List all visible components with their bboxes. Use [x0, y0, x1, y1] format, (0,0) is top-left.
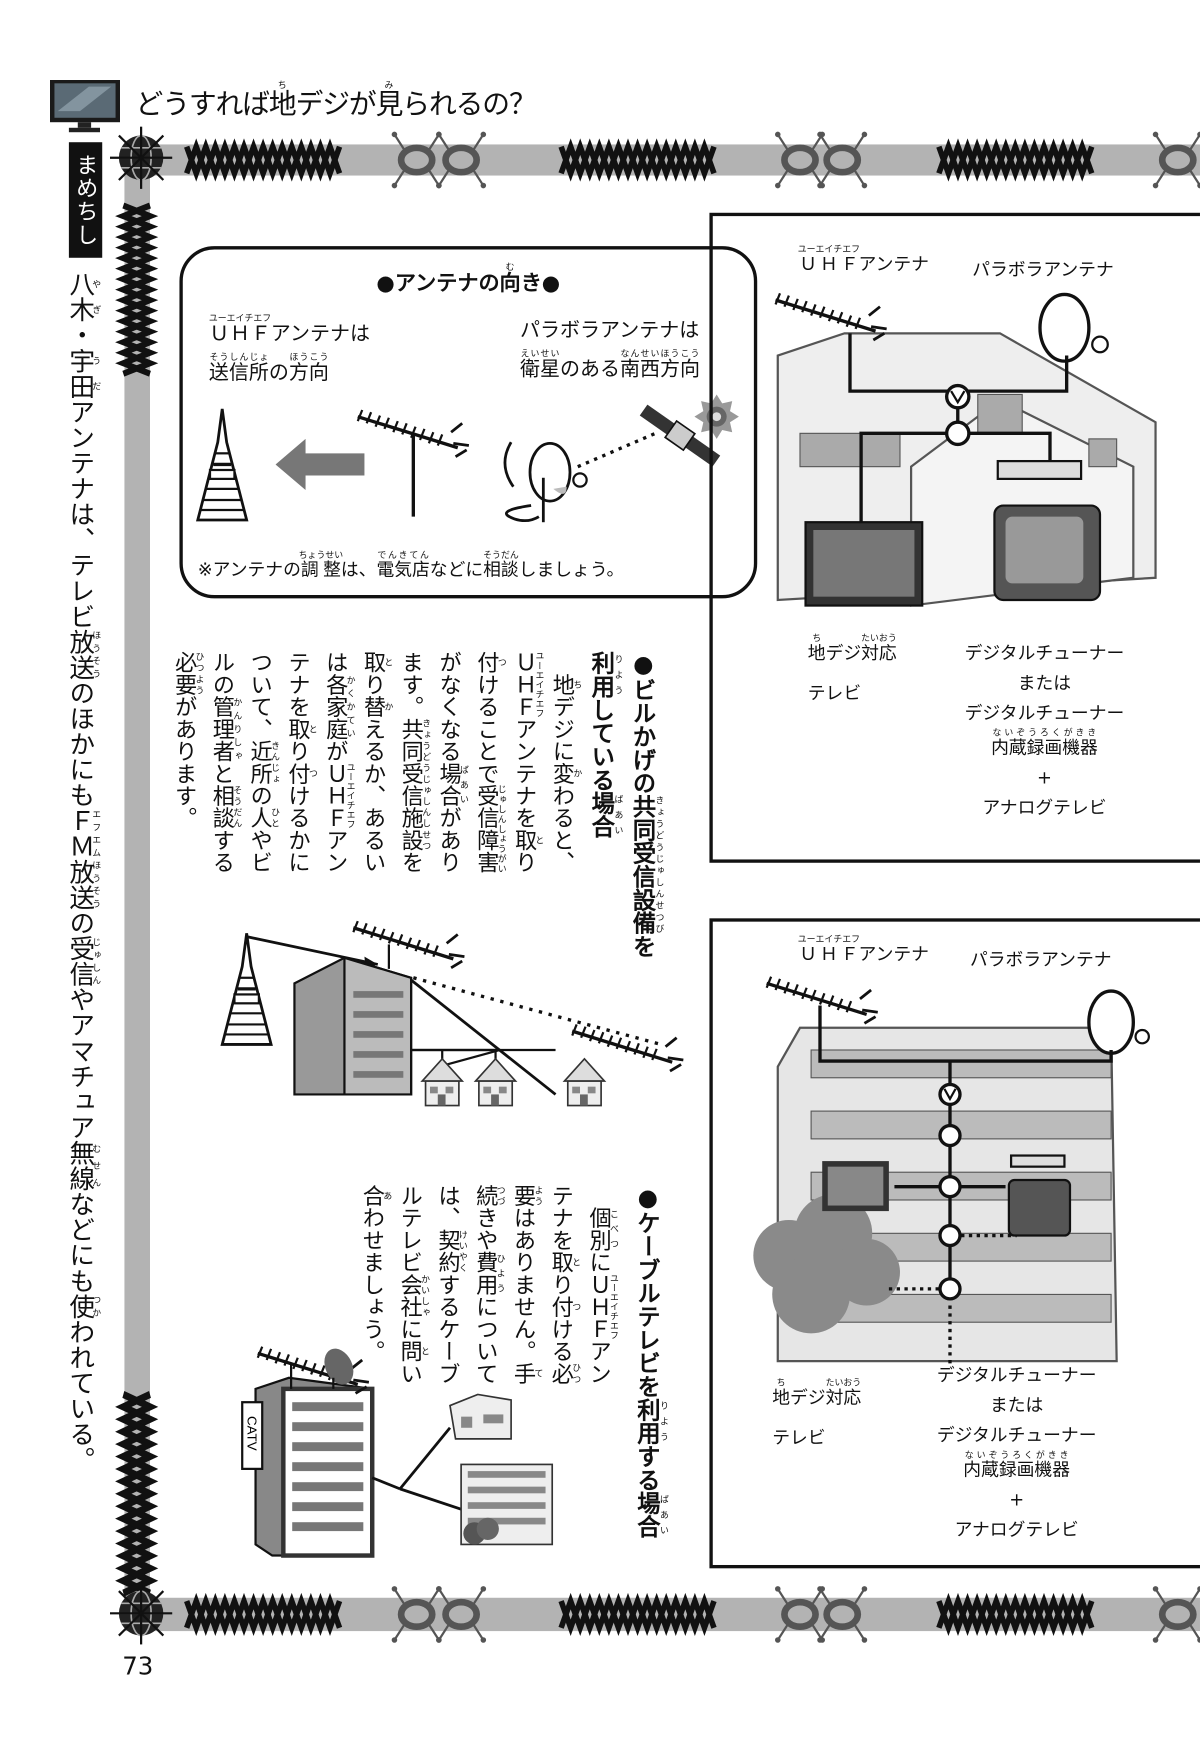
panel1-tv-label-2: テレビ [807, 682, 862, 704]
cable-section: ●ケーブルテレビを利用りようする場合ばあい 個別こべつにＵＨＦユーエイチエフアン… [354, 1184, 670, 1538]
uhf-antenna-icon [356, 408, 471, 517]
panel-device-label: デジタルチューナー [964, 642, 1125, 664]
uhf-direction-label: ＵＨＦユーエイチエフアンテナは 送信所そうしんじょの方向ほうこう [209, 313, 370, 391]
left-decorative-band [123, 155, 150, 1612]
panel1-uhf-label: ＵＨＦユーエイチエフアンテナ [797, 244, 929, 275]
bottom-decorative-band [124, 1586, 1200, 1643]
page-title: どうすれば地ちデジが見みられるの？ [135, 79, 537, 120]
building-section-body-line: テナを取とり付つけるかに [284, 651, 319, 874]
building-shadow-illustration [220, 919, 685, 1107]
panel-device-label: デジタルチューナー [936, 1364, 1097, 1386]
panel-device-label: + [1036, 766, 1052, 788]
direction-arrow-icon [275, 438, 365, 490]
catv-illustration: CATV [241, 1344, 554, 1558]
panel2-uhf-label: ＵＨＦユーエイチエフアンテナ [797, 934, 929, 965]
parabola-antenna-icon [503, 431, 657, 523]
panel1-parabola-label: パラボラアンテナ [972, 258, 1114, 280]
panel2-parabola-label: パラボラアンテナ [969, 948, 1112, 970]
parabola-direction-line2: 衛星えいせいのある南西方向なんせいほうこう [519, 348, 700, 382]
cable-section-body-line: ルテレビ会社かいしゃに問とい [396, 1184, 431, 1385]
panel-device-label: 内蔵録画機器ないぞうろくがきき [991, 727, 1098, 758]
cable-section-body-line: 続つづきや費用ひようについて [472, 1184, 507, 1385]
trivia-badge: まめちしき [39, 142, 103, 258]
house-diagram-panel [709, 212, 1200, 863]
parabola-direction-line1: パラボラアンテナは [519, 318, 700, 343]
antenna-direction-box [179, 246, 758, 599]
panel1-tv-label-1: 地ちデジ対応たいおう [807, 633, 897, 664]
building-section-body-line: は各家庭かくかていがＵＨＦユーエイチエフアン [322, 651, 357, 874]
panel-device-label: 内蔵録画機器ないぞうろくがきき [963, 1449, 1070, 1480]
panel2-tv-label-1: 地ちデジ対応たいおう [772, 1377, 862, 1408]
panel-device-label: デジタルチューナー [964, 702, 1125, 724]
panel-device-label: アナログテレビ [982, 796, 1107, 818]
panel-device-label: + [1009, 1488, 1025, 1510]
building-section-body-line: 必要ひつようがあります。 [171, 651, 205, 829]
cable-section-body-line: 合あわせましょう。 [358, 1184, 393, 1363]
top-decorative-band [124, 132, 1200, 189]
uhf-direction-line2: 送信所そうしんじょの方向ほうこう [208, 352, 329, 385]
cable-section-body-line: テナを取とり付つける必ひつ [547, 1184, 582, 1385]
cable-section-body-line: は、契約けいやくするケーブ [434, 1184, 469, 1385]
panel-device-label: アナログテレビ [954, 1518, 1079, 1540]
building-section-body-line: 取とり替かえるか、あるい [359, 651, 394, 874]
apartment-illustration [753, 974, 1150, 1367]
tv-monitor-icon [49, 79, 120, 133]
catv-sign: CATV [245, 1416, 260, 1451]
uhf-direction-line1: ＵＨＦユーエイチエフアンテナは [208, 313, 370, 346]
antenna-adjust-note: ※アンテナの調整ちょうせいは、電気店でんきてんなどに相談そうだんしましょう。 [197, 549, 625, 580]
building-section-body-line: ついて、近所きんじょの人ひとやビ [246, 651, 281, 874]
building-section-body-line: ＵＨＦユーエイチエフアンテナを取とり [511, 651, 545, 874]
building-section-heading-1: ●ビルかげの共同受信設備きょうどうじゅしんせつびを [629, 651, 665, 958]
building-section-heading-2: 利用りようしている場合ばあい [588, 651, 624, 838]
building-section-body-line: ルの管理者かんりしゃと相談そうだんする [208, 651, 243, 874]
globe-ornament-icon [108, 1581, 174, 1646]
building-section-body-line: 地ちデジに変かわると、 [548, 673, 583, 874]
apartment-diagram-panel [709, 918, 1200, 1569]
panel-device-label: または [1017, 672, 1072, 694]
building-section-body-line: がなくなる場合ばあいがあり [435, 651, 470, 874]
panel2-tv-label-2: テレビ [772, 1426, 826, 1448]
building-section: ●ビルかげの共同受信設備きょうどうじゅしんせつびを 利用りようしている場合ばあい… [167, 651, 665, 958]
antenna-box-title: ●アンテナの向むき● [376, 262, 561, 296]
trivia-text: 八木やぎ・宇田うだアンテナは、テレビ放送ほうそうのほかにもＦＭ放送エフエムほうそ… [64, 271, 102, 1473]
house-illustration [773, 291, 1157, 607]
building-section-body-line: ます。共同受信施設きょうどうじゅしんしせつを [397, 651, 432, 874]
panel-device-label: デジタルチューナー [936, 1424, 1097, 1446]
panel2-alt-devices: デジタルチューナーまたはデジタルチューナー内蔵録画機器ないぞうろくがきき+アナロ… [911, 1360, 1122, 1544]
cable-section-heading: ●ケーブルテレビを利用りようする場合ばあい [634, 1184, 670, 1538]
parabola-direction-label: パラボラアンテナは 衛星えいせいのある南西方向なんせいほうこう [520, 313, 700, 387]
panel1-alt-devices: デジタルチューナーまたはデジタルチューナー内蔵録画機器ないぞうろくがきき+アナロ… [939, 638, 1150, 822]
cable-section-body-line: 要ようはありません。手て [509, 1184, 544, 1385]
page-number: 73 [122, 1653, 154, 1682]
building-section-body-line: 付つけることで受信障害じゅしんしょうがい [473, 651, 508, 874]
panel-device-label: または [989, 1394, 1044, 1416]
cable-section-body-line: 個別こべつにＵＨＦユーエイチエフアン [585, 1206, 620, 1385]
globe-ornament-icon [108, 125, 174, 190]
